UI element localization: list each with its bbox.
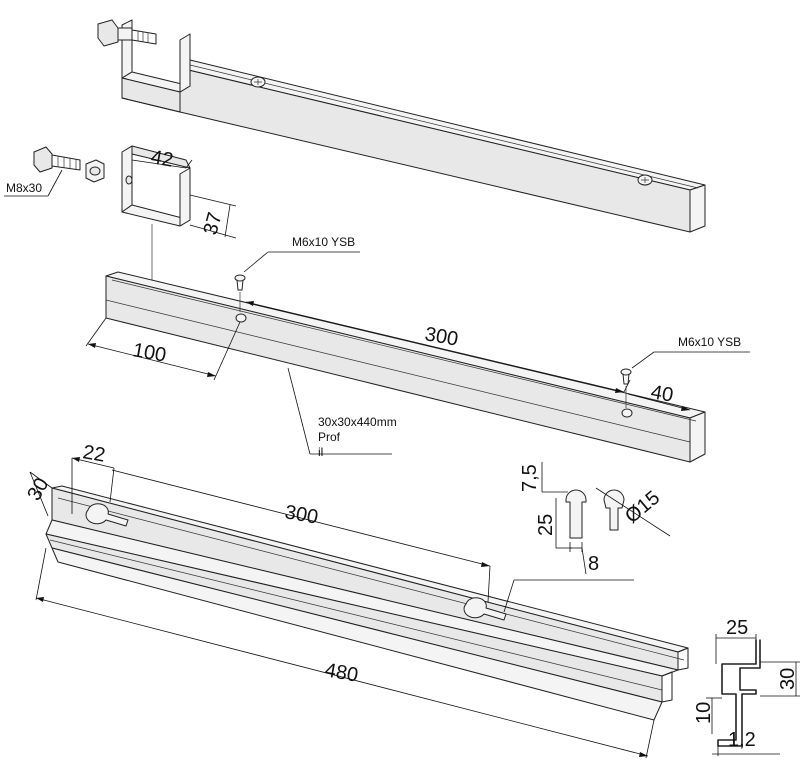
tube-label-line3: il: [318, 445, 323, 459]
keyhole-height-dim: 25: [535, 514, 557, 536]
screw-label-1: M6x10 YSB: [292, 235, 355, 249]
profile-lip-dim: 10: [693, 702, 715, 724]
profile-section: 25 30 10 1,2: [693, 617, 800, 756]
u-bracket: 42 37: [121, 145, 237, 298]
profile-height-dim: 30: [777, 668, 799, 690]
offset-start-dim: 100: [131, 339, 168, 366]
keyhole-top-dim: 7,5: [519, 464, 541, 492]
screw-label-2: M6x10 YSB: [678, 335, 741, 349]
assembled-tube: [97, 19, 706, 233]
keyhole-diameter-dim: Ø15: [621, 487, 664, 528]
slot-spacing-rail-dim: 300: [283, 501, 320, 528]
keyhole-width-dim: 8: [588, 553, 599, 575]
rail-length-dim: 480: [323, 659, 360, 686]
open-tube: M6x10 YSB M6x10 YSB 100 300 40 30x30x440…: [85, 235, 750, 463]
profile-thickness-dim: 1,2: [728, 729, 756, 751]
bolt-label: M8x30: [6, 181, 42, 195]
dimension-arrows: [36, 301, 690, 757]
tube-label-line2: Prof: [318, 430, 341, 444]
rail-profile: 22 30 300 480: [23, 441, 689, 759]
tube-label-line1: 30x30x440mm: [318, 415, 397, 429]
bolt-nut-assembly: M8x30: [4, 146, 105, 197]
rail-height-dim: 30: [23, 474, 53, 504]
offset-end-dim: 40: [649, 381, 675, 407]
keyhole-detail: 7,5 25 8 Ø15: [519, 462, 671, 575]
slot-offset-dim: 22: [81, 441, 107, 467]
profile-width-dim: 25: [726, 617, 748, 639]
bracket-depth-dim: 37: [200, 210, 227, 237]
bracket-width-dim: 42: [149, 146, 175, 172]
